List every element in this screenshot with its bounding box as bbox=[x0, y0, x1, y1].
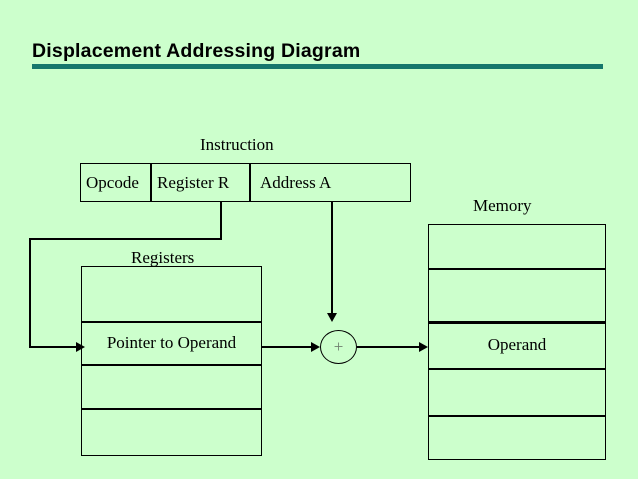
memory-row-divider-2 bbox=[429, 321, 605, 324]
instruction-box: Opcode Register R Address A bbox=[80, 163, 411, 202]
memory-row-4 bbox=[429, 368, 605, 415]
connector-register-r-down-2 bbox=[29, 238, 31, 347]
memory-row-divider-1 bbox=[429, 268, 605, 270]
registers-row-divider-2 bbox=[82, 364, 261, 366]
connector-register-r-down bbox=[220, 201, 222, 239]
memory-row-5 bbox=[429, 415, 605, 461]
arrowhead-into-adder-left bbox=[311, 342, 320, 352]
registers-row-1 bbox=[82, 267, 261, 321]
memory-row-2 bbox=[429, 268, 605, 321]
adder-node: + bbox=[320, 330, 357, 364]
instruction-cell-divider-1 bbox=[150, 164, 152, 201]
registers-box: Pointer to Operand bbox=[81, 266, 262, 456]
memory-box: Operand bbox=[428, 224, 606, 460]
page-title: Displacement Addressing Diagram bbox=[32, 40, 361, 62]
registers-row-divider-1 bbox=[82, 321, 261, 323]
arrowhead-into-registers bbox=[76, 342, 85, 352]
memory-row-divider-4 bbox=[429, 415, 605, 417]
registers-row-4 bbox=[82, 408, 261, 454]
memory-row-divider-3 bbox=[429, 368, 605, 370]
memory-row-operand: Operand bbox=[487, 334, 547, 354]
instruction-cell-divider-2 bbox=[249, 164, 251, 201]
connector-address-a-down bbox=[331, 202, 333, 314]
connector-pointer-to-adder bbox=[262, 346, 312, 348]
instruction-cell-opcode: Opcode bbox=[86, 172, 139, 192]
registers-label: Registers bbox=[131, 248, 195, 267]
connector-register-r-left bbox=[29, 238, 222, 240]
arrowhead-into-adder-top bbox=[327, 313, 337, 322]
memory-row-1 bbox=[429, 225, 605, 268]
plus-icon: + bbox=[333, 337, 344, 356]
memory-label: Memory bbox=[473, 196, 532, 215]
arrowhead-into-memory bbox=[419, 342, 428, 352]
instruction-cell-address-a: Address A bbox=[260, 172, 332, 192]
registers-row-pointer-to-operand: Pointer to Operand bbox=[106, 332, 237, 352]
registers-row-3 bbox=[82, 364, 261, 408]
title-underline-rule bbox=[32, 64, 603, 69]
connector-adder-to-memory bbox=[357, 346, 422, 348]
instruction-label: Instruction bbox=[200, 135, 274, 154]
connector-register-r-into-registers bbox=[29, 346, 77, 348]
registers-row-divider-3 bbox=[82, 408, 261, 410]
instruction-cell-register-r: Register R bbox=[157, 172, 230, 192]
